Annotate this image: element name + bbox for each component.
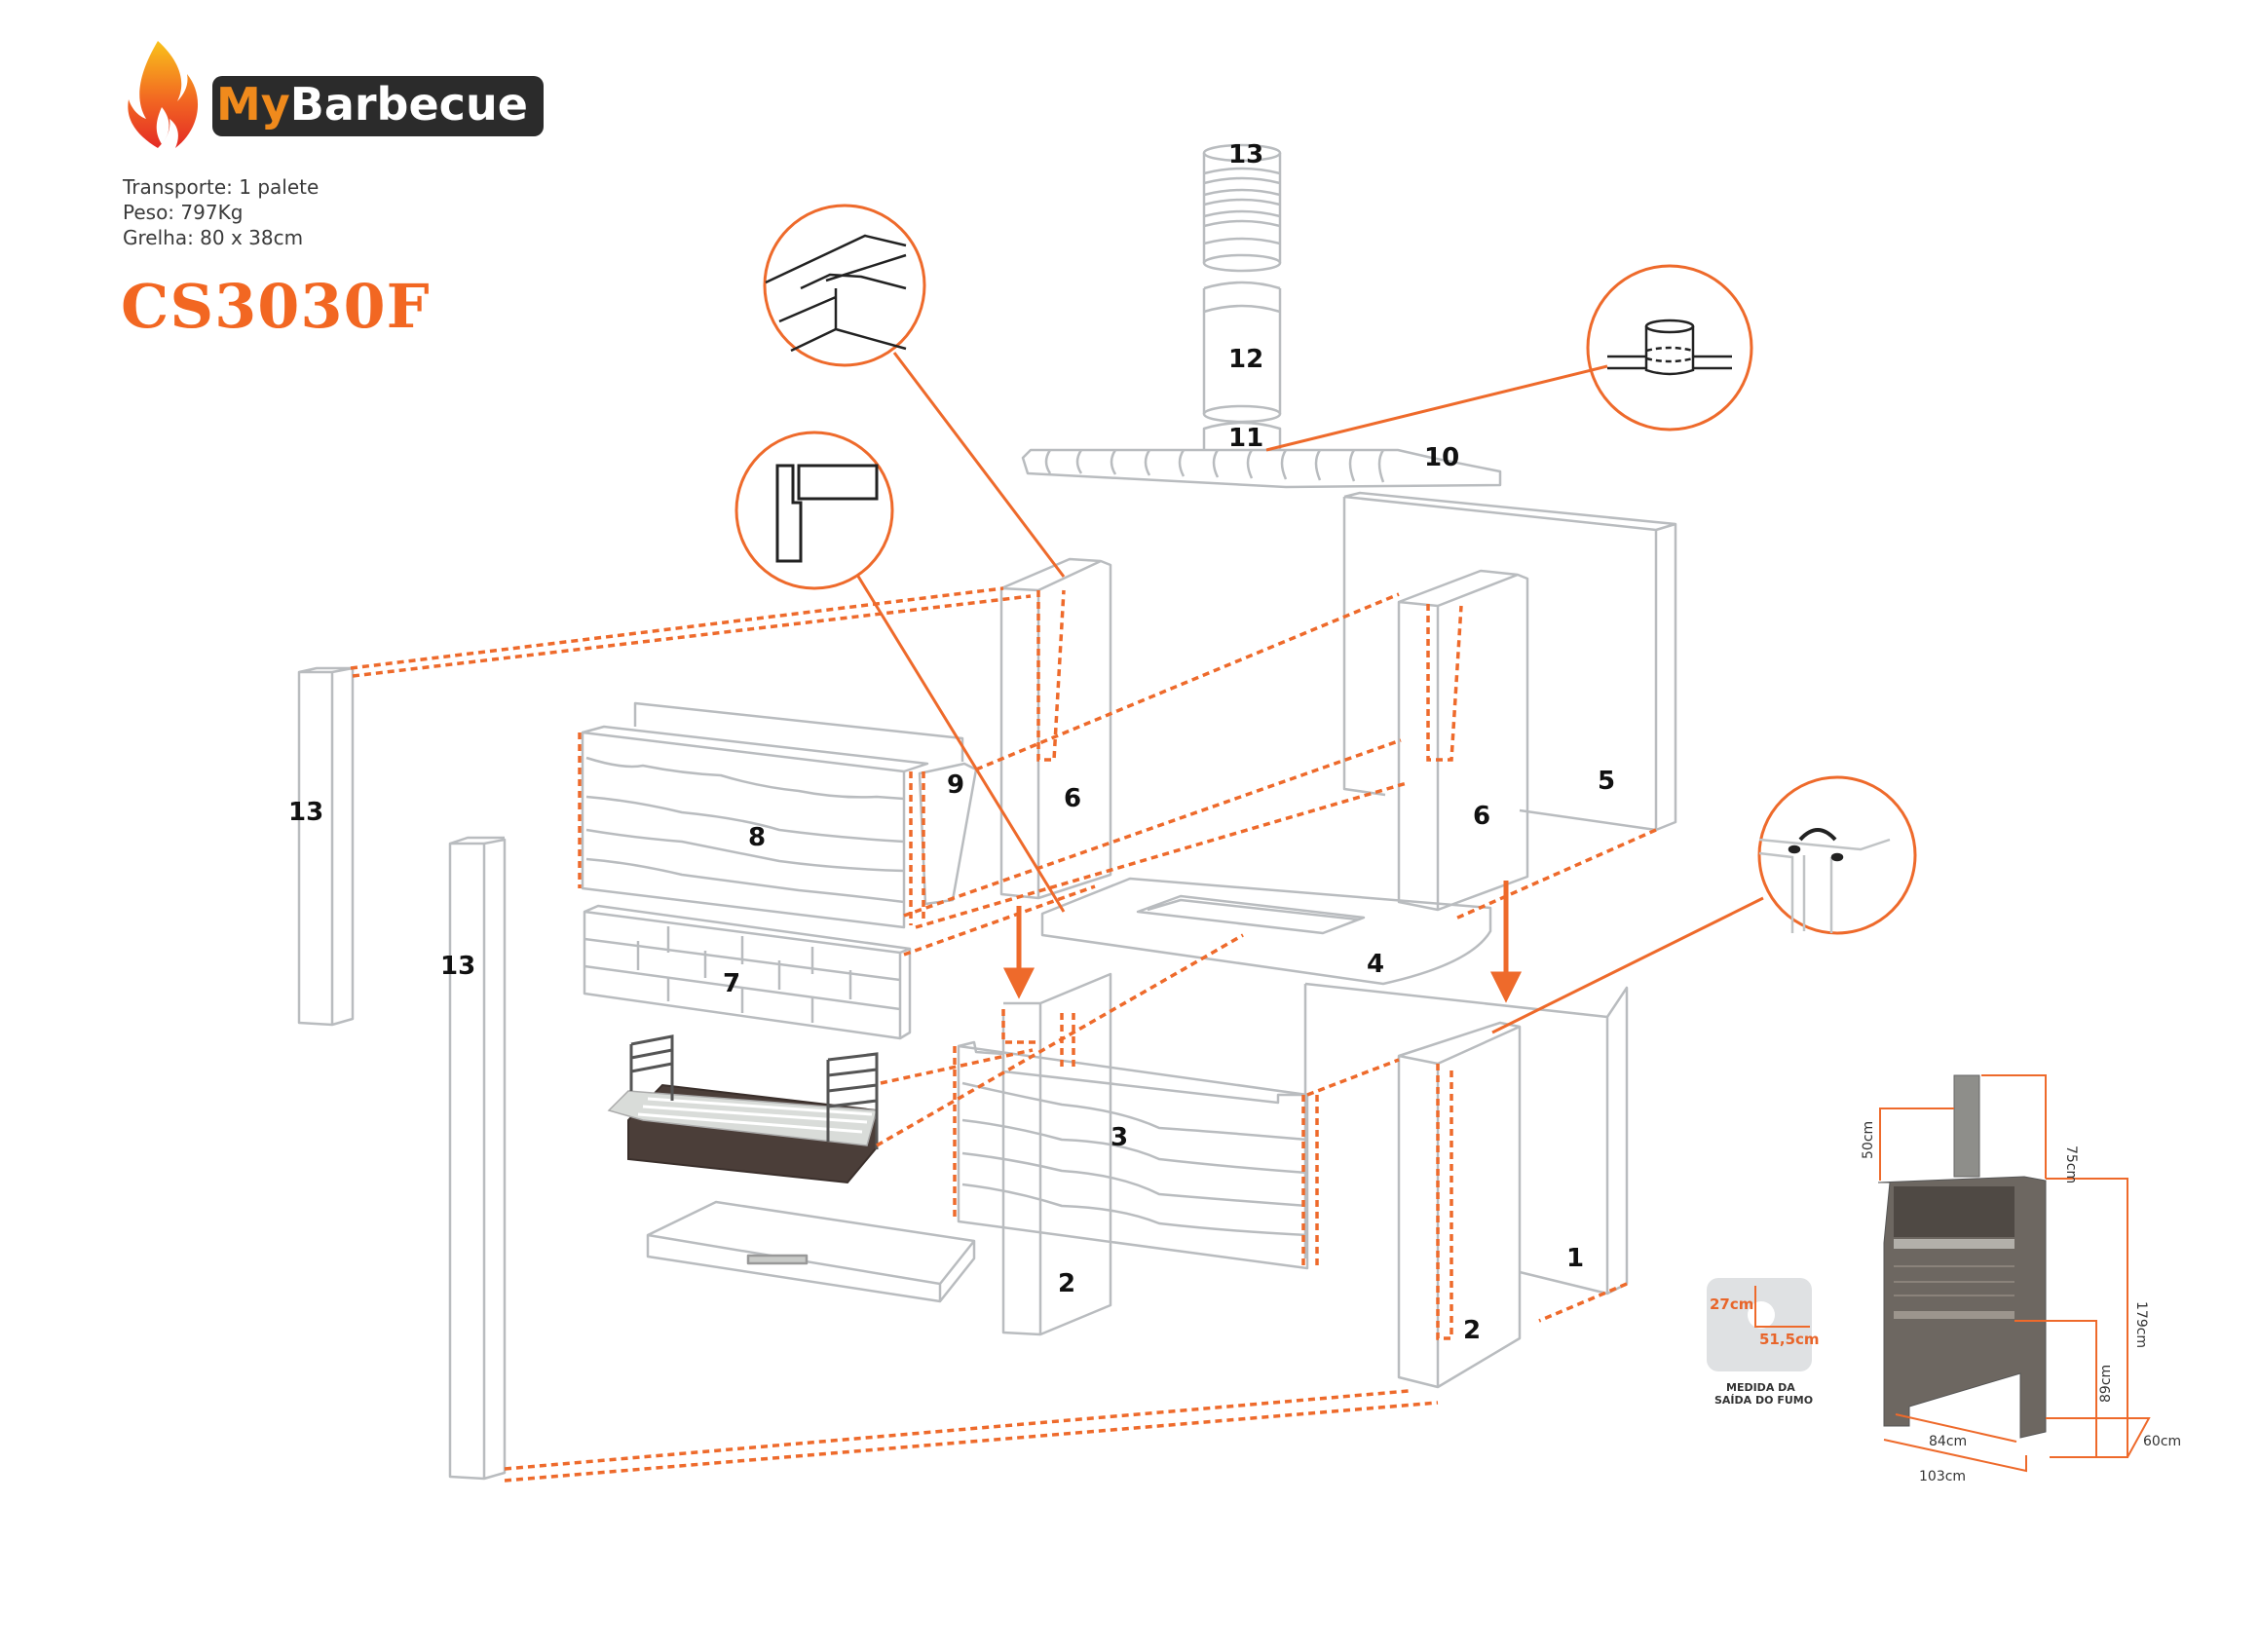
leader-line: [1491, 896, 1764, 1034]
arrow-head: [1002, 967, 1035, 999]
part-label: 2: [1058, 1269, 1075, 1298]
guide-line: [915, 781, 1408, 929]
guide-line: [1001, 1009, 1453, 1340]
guide-line: [975, 592, 1400, 771]
part-label: 6: [1064, 784, 1081, 813]
guide-line: [352, 594, 1032, 678]
part-label: 11: [1228, 424, 1263, 453]
dim-inner-width: 84cm: [1929, 1434, 1967, 1449]
brand-name-part2: Barbecue: [289, 78, 528, 131]
part-label: 12: [1228, 345, 1263, 374]
part-label: 1: [1566, 1244, 1584, 1273]
guide-line: [953, 1046, 1319, 1268]
counter-slab-part: [1040, 877, 1492, 986]
part-label: 13: [1228, 140, 1263, 169]
chimney-collar-part: [1202, 421, 1282, 450]
dim-chimney-height: 50cm: [1861, 1121, 1876, 1159]
guide-line: [876, 933, 1244, 1147]
part-label: 4: [1367, 950, 1384, 979]
spec-weight: Peso: 797Kg: [123, 201, 244, 224]
leader-line: [892, 352, 1066, 578]
guide-line: [1306, 1058, 1400, 1097]
detail-circle-joint: [763, 204, 926, 367]
brick-panel-part: [583, 904, 912, 1040]
guide-line: [1538, 1282, 1628, 1323]
leader-line: [1265, 364, 1608, 452]
guide-line: [504, 1389, 1410, 1471]
part-label: 2: [1463, 1316, 1481, 1345]
part-label: 7: [723, 969, 740, 998]
part-label: 13: [288, 798, 323, 827]
part-label: 3: [1111, 1123, 1128, 1152]
brand-name-part1: My: [216, 78, 290, 131]
part-label: 8: [748, 823, 766, 852]
smoke-width-label: 27cm: [1710, 1295, 1753, 1313]
chimney-pipe-part: [1202, 281, 1282, 424]
chimney-top-part: [1202, 143, 1282, 273]
smoke-depth-label: 51,5cm: [1759, 1331, 1820, 1348]
back-wall-lower-part: [1303, 982, 1629, 1295]
logo-badge: [212, 76, 544, 136]
guide-line: [880, 1048, 1034, 1085]
smoke-caption-1: MEDIDA DA: [1726, 1381, 1795, 1394]
front-panel-upper-part: [581, 701, 964, 929]
brand-logo: MyBarbecue: [216, 78, 528, 131]
part-label: 5: [1598, 767, 1615, 796]
smoke-outlet-measure: 27cm 51,5cm MEDIDA DA SAÍDA DO FUMO: [1707, 1278, 1820, 1407]
smoke-caption-2: SAÍDA DO FUMO: [1714, 1394, 1813, 1407]
assembled-preview: 50cm 75cm 179cm 89cm 84cm 103cm 60cm: [1861, 1074, 2181, 1484]
detail-circle-corner: [734, 431, 894, 590]
part-label: 9: [947, 770, 964, 800]
upper-side-wall-right-part: [1397, 569, 1529, 912]
guide-line: [903, 884, 1096, 957]
guide-line: [578, 732, 925, 925]
guide-line: [504, 1401, 1439, 1483]
leader-line: [855, 574, 1066, 913]
guide-line: [903, 738, 1402, 918]
dim-chimney-total: 75cm: [2063, 1145, 2079, 1183]
model-code: CS3030F: [121, 271, 431, 342]
front-panel-lower-part: [957, 1040, 1309, 1270]
spec-transport: Transporte: 1 palete: [123, 175, 320, 199]
ash-tray-part: [646, 1200, 976, 1303]
guide-line: [1452, 828, 1657, 921]
spec-grill: Grelha: 80 x 38cm: [123, 226, 304, 249]
upper-side-wall-left-part: [999, 557, 1112, 900]
part-label: 6: [1473, 802, 1490, 831]
lower-side-wall-right-part: [1397, 1021, 1522, 1389]
flame-logo-icon: [128, 41, 199, 148]
dim-counter-height: 89cm: [2098, 1365, 2114, 1403]
dim-outer-width: 103cm: [1919, 1469, 1966, 1484]
arrow-head: [1489, 971, 1523, 1003]
corner-profile-left-part: [297, 666, 355, 1027]
lower-side-wall-left-part: [1001, 972, 1112, 1336]
guide-line: [350, 586, 1004, 670]
grill-part: [607, 1034, 879, 1184]
dim-total-height: 179cm: [2133, 1301, 2149, 1348]
back-wall-upper-part: [1342, 491, 1677, 832]
part-label: 10: [1424, 443, 1459, 472]
part-label: 13: [440, 952, 475, 981]
hood-top-part: [1021, 448, 1502, 489]
dim-depth: 60cm: [2143, 1434, 2181, 1449]
guide-line: [1036, 589, 1463, 762]
corner-profile-right-part: [448, 836, 507, 1481]
